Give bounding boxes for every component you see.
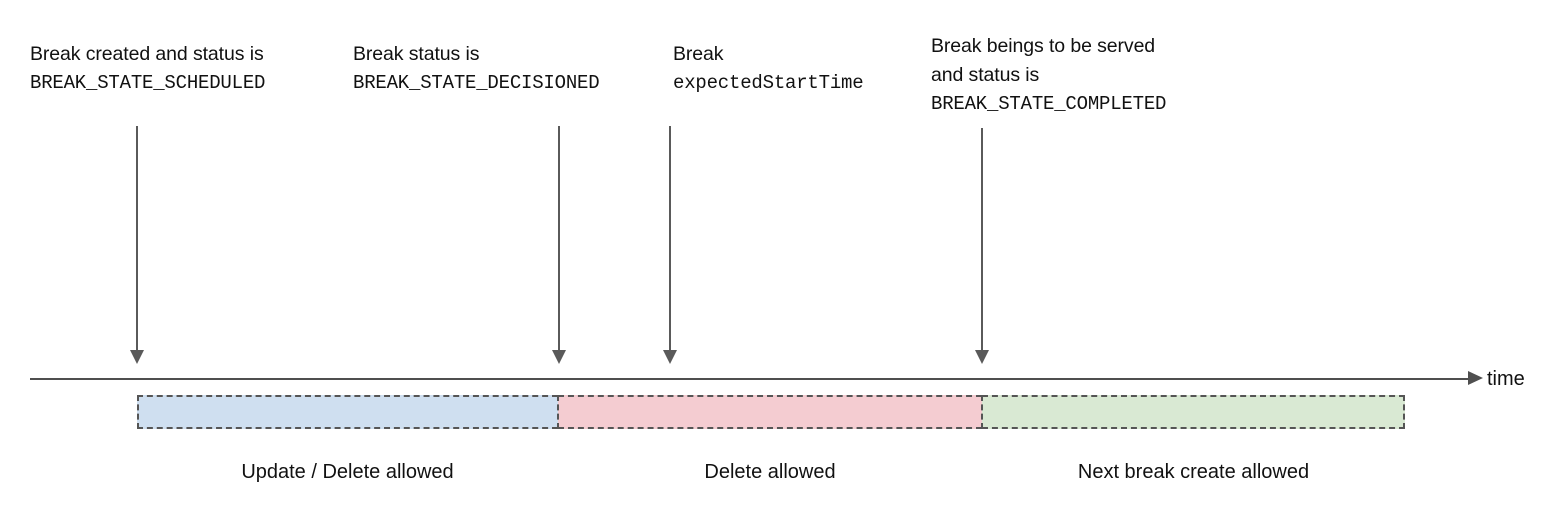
annotation-scheduled-line-2: BREAK_STATE_SCHEDULED	[30, 72, 266, 94]
caption-update-delete: Update / Delete allowed	[241, 461, 454, 483]
pointer-stem	[669, 126, 671, 350]
caption-delete-only: Delete allowed	[704, 461, 836, 483]
arrow-down-icon	[552, 350, 566, 364]
annotation-completed-line-2: and status is	[931, 64, 1040, 86]
arrow-right-icon	[1468, 371, 1483, 385]
annotation-expected-start-time-line-2: expectedStartTime	[673, 72, 864, 94]
annotation-completed-line-1: Break beings to be served	[931, 35, 1156, 57]
annotation-expected-start-time-line-1: Break	[673, 43, 724, 65]
annotation-scheduled-line-1: Break created and status is	[30, 43, 264, 65]
pointer-stem	[981, 128, 983, 350]
annotation-completed: Break beings to be served and status is …	[931, 32, 1166, 119]
pointer-arrow-expected-start-time	[663, 126, 677, 364]
arrow-down-icon	[130, 350, 144, 364]
time-axis-label: time	[1487, 368, 1525, 390]
annotation-completed-line-3: BREAK_STATE_COMPLETED	[931, 93, 1167, 115]
pointer-arrow-scheduled	[130, 126, 144, 364]
segment-delete-only	[558, 395, 982, 429]
annotation-decisioned-line-2: BREAK_STATE_DECISIONED	[353, 72, 600, 94]
time-axis-line	[30, 378, 1470, 380]
caption-next-break: Next break create allowed	[1077, 461, 1310, 483]
annotation-decisioned-line-1: Break status is	[353, 43, 480, 65]
pointer-stem	[136, 126, 138, 350]
pointer-arrow-completed	[975, 128, 989, 364]
pointer-stem	[558, 126, 560, 350]
segment-next-break	[982, 395, 1405, 429]
arrow-down-icon	[663, 350, 677, 364]
segment-update-delete	[137, 395, 558, 429]
annotation-scheduled: Break created and status is BREAK_STATE_…	[30, 40, 265, 98]
arrow-down-icon	[975, 350, 989, 364]
pointer-arrow-decisioned	[552, 126, 566, 364]
segment-divider-1	[557, 395, 559, 429]
annotation-decisioned: Break status is BREAK_STATE_DECISIONED	[353, 40, 600, 98]
annotation-expected-start-time: Break expectedStartTime	[673, 40, 864, 98]
segment-divider-2	[981, 395, 983, 429]
